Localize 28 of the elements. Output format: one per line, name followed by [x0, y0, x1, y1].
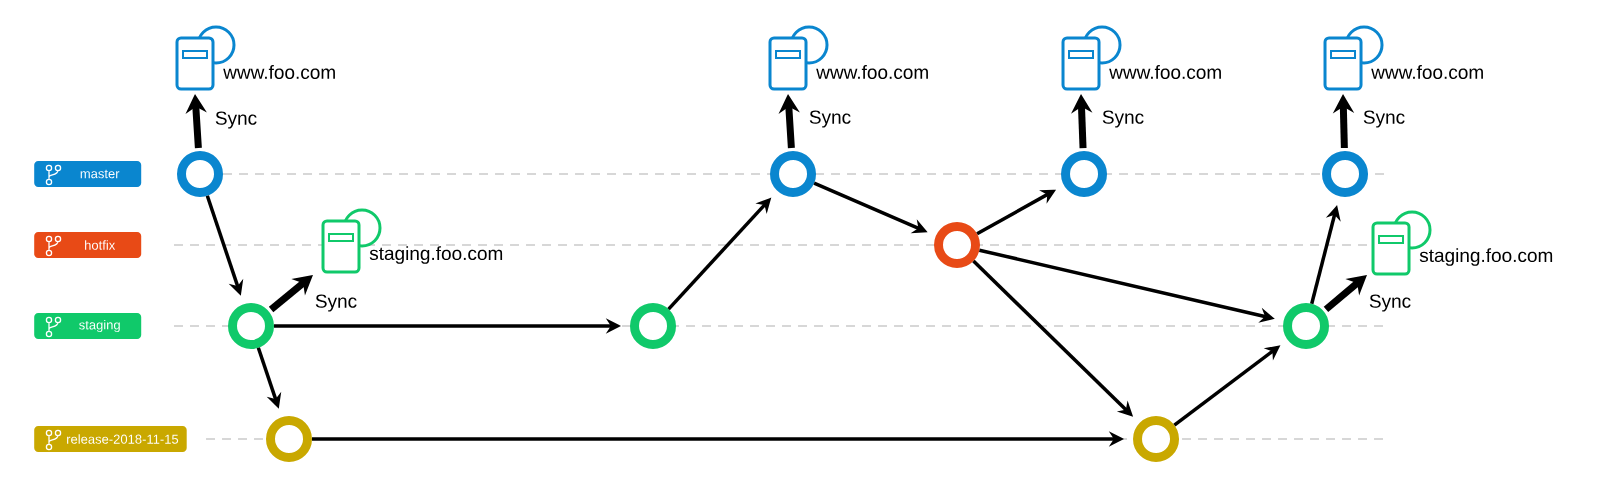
server-with-label: www.foo.com: [1061, 25, 1221, 91]
commit-circle: [1133, 416, 1179, 462]
branch-badge: staging: [34, 313, 142, 339]
arrow: [1323, 275, 1367, 312]
server-with-label: www.foo.com: [768, 25, 928, 91]
commit-circle: [1283, 303, 1329, 349]
branch-badge: master: [34, 161, 142, 187]
server-with-label: www.foo.com: [175, 25, 335, 91]
edge-label: Sync: [1361, 109, 1407, 129]
commit-circle: [1061, 151, 1107, 197]
commit-circle: [934, 222, 980, 268]
edge-label: Sync: [1100, 109, 1146, 129]
commit-circle: [266, 416, 312, 462]
server-with-label: www.foo.com: [1323, 25, 1483, 91]
commit-circle: [770, 151, 816, 197]
commit-circle: [228, 303, 274, 349]
commit-circle: [177, 151, 223, 197]
arrow: [268, 275, 313, 313]
server-with-label: staging.foo.com: [1371, 210, 1553, 276]
commit-circle: [1322, 151, 1368, 197]
branch-badge: release-2018-11-15: [34, 426, 187, 452]
edge-label: Sync: [807, 109, 853, 129]
server-with-label: staging.foo.com: [321, 208, 503, 274]
branch-badge: hotfix: [34, 232, 142, 258]
edge-label: Sync: [1367, 293, 1413, 313]
edge-label: Sync: [313, 293, 359, 313]
edge-label: Sync: [213, 110, 259, 130]
commit-circle: [630, 303, 676, 349]
